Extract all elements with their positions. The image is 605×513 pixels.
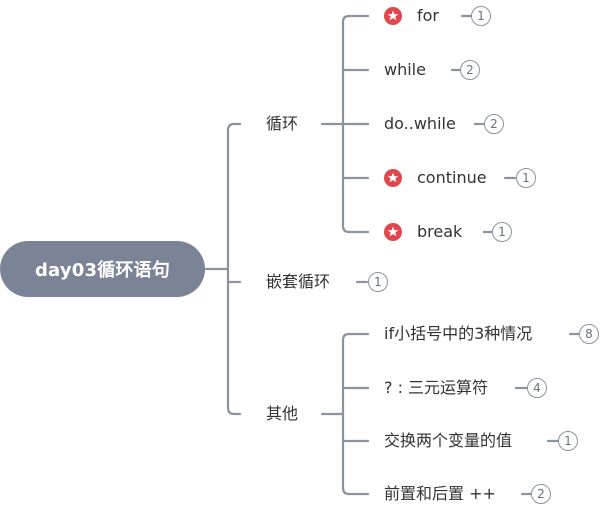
topic-break[interactable]: break bbox=[417, 222, 462, 242]
count-badge[interactable]: 2 bbox=[460, 60, 480, 80]
root-topic-label: day03循环语句 bbox=[34, 260, 171, 281]
topic-label: break bbox=[417, 222, 463, 241]
count-badge[interactable]: 2 bbox=[484, 114, 504, 134]
topic-do-while[interactable]: do..while bbox=[384, 114, 456, 134]
topic-while[interactable]: while bbox=[384, 60, 426, 80]
star-icon bbox=[384, 7, 402, 25]
bracket-other bbox=[341, 332, 370, 496]
count-badge[interactable]: 1 bbox=[516, 168, 536, 188]
bracket-level1 bbox=[226, 122, 242, 416]
topic-label: 嵌套循环 bbox=[266, 272, 331, 291]
topic-label: continue bbox=[417, 168, 487, 187]
topic-label: 前置和后置 ++ bbox=[384, 484, 496, 503]
topic-prefix-postfix-increment[interactable]: 前置和后置 ++ bbox=[384, 484, 496, 504]
root-topic[interactable]: day03循环语句 bbox=[0, 241, 205, 297]
topic-label: while bbox=[384, 60, 426, 79]
topic-label: if小括号中的3种情况 bbox=[384, 324, 533, 343]
count-badge[interactable]: 1 bbox=[471, 6, 491, 26]
count-badge[interactable]: 8 bbox=[579, 324, 599, 344]
count-badge[interactable]: 1 bbox=[368, 272, 388, 292]
topic-swap-variables[interactable]: 交换两个变量的值 bbox=[384, 431, 512, 451]
topic-if-three-cases[interactable]: if小括号中的3种情况 bbox=[384, 324, 532, 344]
topic-other[interactable]: 其他 bbox=[266, 404, 298, 424]
topic-label: ? : 三元运算符 bbox=[384, 378, 489, 397]
topic-ternary-operator[interactable]: ? : 三元运算符 bbox=[384, 378, 488, 398]
topic-label: 交换两个变量的值 bbox=[384, 431, 513, 450]
topic-nested-loop[interactable]: 嵌套循环 bbox=[266, 272, 330, 292]
star-icon bbox=[384, 169, 402, 187]
topic-label: do..while bbox=[384, 114, 456, 133]
topic-loop[interactable]: 循环 bbox=[266, 114, 298, 134]
count-badge[interactable]: 1 bbox=[558, 431, 578, 451]
topic-for[interactable]: for bbox=[417, 6, 439, 26]
count-badge[interactable]: 1 bbox=[492, 222, 512, 242]
topic-continue[interactable]: continue bbox=[417, 168, 487, 188]
topic-label: 其他 bbox=[266, 404, 299, 423]
count-badge[interactable]: 2 bbox=[531, 484, 551, 504]
topic-label: 循环 bbox=[266, 114, 299, 133]
count-badge[interactable]: 4 bbox=[527, 378, 547, 398]
topic-label: for bbox=[417, 6, 439, 25]
star-icon bbox=[384, 223, 402, 241]
